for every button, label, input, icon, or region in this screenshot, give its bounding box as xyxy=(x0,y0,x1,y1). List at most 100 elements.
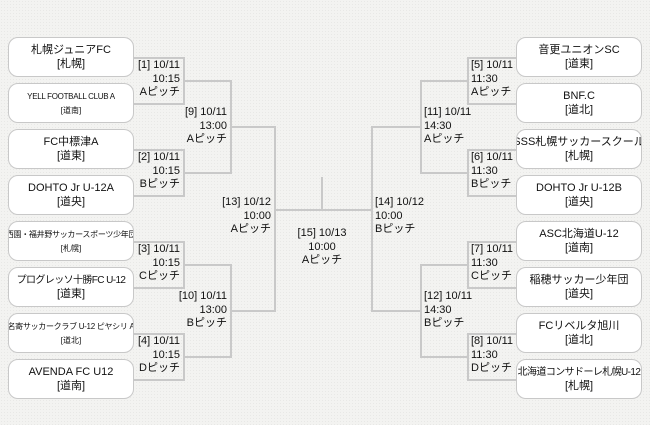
team-region: [道央] xyxy=(56,195,86,208)
team-region: [道北] xyxy=(564,103,594,116)
match-time: 10:00 xyxy=(243,209,271,222)
match-time: 11:30 xyxy=(471,256,498,269)
team-box-left-6: プログレッソ十勝FC U-12 [道東] xyxy=(8,267,134,307)
team-region: [札幌] xyxy=(564,149,594,162)
team-box-left-1: 札幌ジュニアFC [札幌] xyxy=(8,37,134,77)
team-name: プログレッソ十勝FC U-12 xyxy=(16,274,126,286)
match-pitch: Bピッチ xyxy=(471,178,512,190)
match-pitch: Dピッチ xyxy=(471,362,512,374)
team-region: [道東] xyxy=(56,287,86,300)
team-name: AVENDA FC U12 xyxy=(28,365,114,378)
match-header: [9] 10/11 xyxy=(185,106,227,118)
match-pitch: Dピッチ xyxy=(139,362,180,374)
match-label-13: [13] 10/12 10:00 Aピッチ xyxy=(201,196,271,237)
match-pitch: Bピッチ xyxy=(424,317,465,329)
match-pitch: Bピッチ xyxy=(139,178,180,190)
match-label-9: [9] 10/11 13:00 Aピッチ xyxy=(160,106,227,147)
team-region: [道央] xyxy=(564,287,594,300)
team-box-right-7: FCリベルタ旭川 [道北] xyxy=(516,313,642,353)
match-pitch: Cピッチ xyxy=(471,270,512,282)
team-name: 札幌ジュニアFC xyxy=(31,43,111,56)
match-header: [4] 10/11 xyxy=(138,335,180,347)
match-time: 10:15 xyxy=(152,164,180,177)
match-header: [11] 10/11 xyxy=(424,106,472,118)
match-label-15: [15] 10/13 10:00 Aピッチ xyxy=(272,227,372,268)
match-time: 13:00 xyxy=(199,119,227,132)
team-region: [道東] xyxy=(56,149,86,162)
team-box-right-2: BNF.C [道北] xyxy=(516,83,642,123)
team-box-left-4: DOHTO Jr U-12A [道央] xyxy=(8,175,134,215)
team-region: [道北] xyxy=(60,335,82,345)
team-name: FC中標津A xyxy=(43,135,99,148)
team-region: [道東] xyxy=(564,57,594,70)
team-region: [道南] xyxy=(60,105,82,115)
match-pitch: Cピッチ xyxy=(139,270,180,282)
match-label-12: [12] 10/11 14:30 Bピッチ xyxy=(424,290,491,331)
match-label-7: [7] 10/11 11:30 Cピッチ xyxy=(471,243,533,284)
match-time: 11:30 xyxy=(471,164,498,177)
bracket-connector xyxy=(230,126,276,312)
bracket-connector xyxy=(371,126,422,312)
match-header: [15] 10/13 xyxy=(297,227,347,239)
match-pitch: Aピッチ xyxy=(424,133,465,145)
team-box-left-5: 西園・福井野サッカースポーツ少年団 [札幌] xyxy=(8,221,134,261)
match-header: [13] 10/12 xyxy=(222,196,271,208)
match-label-5: [5] 10/11 11:30 Aピッチ xyxy=(471,59,533,100)
team-name: 稲穂サッカー少年団 xyxy=(529,273,629,286)
team-region: [道北] xyxy=(564,333,594,346)
match-pitch: Aピッチ xyxy=(471,86,512,98)
match-time: 10:15 xyxy=(152,348,180,361)
team-name: FCリベルタ旭川 xyxy=(538,319,620,332)
team-name: 名寄サッカークラブ U-12 ピヤシリ A xyxy=(8,321,134,331)
match-label-2: [2] 10/11 10:15 Bピッチ xyxy=(118,151,180,192)
team-name: YELL FOOTBALL CLUB A xyxy=(27,91,115,101)
match-pitch: Bピッチ xyxy=(375,223,416,235)
team-region: [札幌] xyxy=(564,379,594,392)
match-header: [10] 10/11 xyxy=(178,290,227,302)
match-header: [8] 10/11 xyxy=(471,335,513,347)
team-region: [道南] xyxy=(564,241,594,254)
match-pitch: Aピッチ xyxy=(139,86,180,98)
match-time: 13:00 xyxy=(199,303,227,316)
champion-line xyxy=(321,177,323,210)
match-header: [12] 10/11 xyxy=(424,290,473,302)
match-time: 10:00 xyxy=(375,209,403,222)
team-name: DOHTO Jr U-12A xyxy=(28,181,114,194)
team-box-right-4: DOHTO Jr U-12B [道央] xyxy=(516,175,642,215)
team-box-right-3: SSS札幌サッカースクール [札幌] xyxy=(516,129,642,169)
team-name: BNF.C xyxy=(563,89,595,102)
team-name: 西園・福井野サッカースポーツ少年団 xyxy=(8,229,134,239)
final-line xyxy=(274,209,373,211)
match-header: [1] 10/11 xyxy=(138,59,180,71)
match-label-11: [11] 10/11 14:30 Aピッチ xyxy=(424,106,491,147)
team-box-left-2: YELL FOOTBALL CLUB A [道南] xyxy=(8,83,134,123)
team-box-left-3: FC中標津A [道東] xyxy=(8,129,134,169)
team-name: DOHTO Jr U-12B xyxy=(536,181,622,194)
match-time: 14:30 xyxy=(424,119,452,132)
match-pitch: Aピッチ xyxy=(301,254,343,266)
match-label-1: [1] 10/11 10:15 Aピッチ xyxy=(118,59,180,100)
team-name: ASC北海道U-12 xyxy=(539,227,619,240)
team-box-right-8: 北海道コンサドーレ札幌U-12 [札幌] xyxy=(516,359,642,399)
match-time: 11:30 xyxy=(471,72,498,85)
match-label-10: [10] 10/11 13:00 Bピッチ xyxy=(160,290,227,331)
match-time: 10:15 xyxy=(152,256,180,269)
team-name: SSS札幌サッカースクール xyxy=(516,135,642,148)
team-box-right-1: 音更ユニオンSC [道東] xyxy=(516,37,642,77)
match-time: 14:30 xyxy=(424,303,452,316)
team-box-left-8: AVENDA FC U12 [道南] xyxy=(8,359,134,399)
team-box-left-7: 名寄サッカークラブ U-12 ピヤシリ A [道北] xyxy=(8,313,134,353)
team-box-right-5: ASC北海道U-12 [道南] xyxy=(516,221,642,261)
match-pitch: Aピッチ xyxy=(186,133,227,145)
match-label-6: [6] 10/11 11:30 Bピッチ xyxy=(471,151,533,192)
match-header: [14] 10/12 xyxy=(375,196,424,208)
team-region: [札幌] xyxy=(60,243,82,253)
match-header: [3] 10/11 xyxy=(138,243,180,255)
match-label-8: [8] 10/11 11:30 Dピッチ xyxy=(471,335,533,376)
team-name: 北海道コンサドーレ札幌U-12 xyxy=(517,366,641,378)
team-region: [道南] xyxy=(56,379,86,392)
match-label-4: [4] 10/11 10:15 Dピッチ xyxy=(118,335,180,376)
match-header: [6] 10/11 xyxy=(471,151,513,163)
match-header: [2] 10/11 xyxy=(138,151,180,163)
team-box-right-6: 稲穂サッカー少年団 [道央] xyxy=(516,267,642,307)
